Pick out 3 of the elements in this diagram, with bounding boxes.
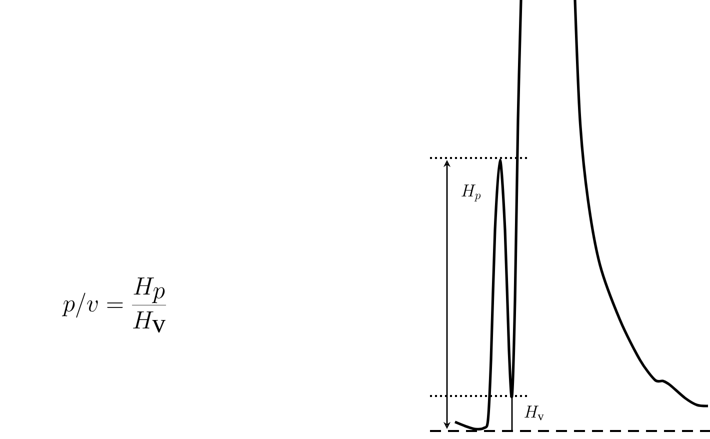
height-label: $H_p$ [462,184,481,202]
formula: $p/v = \frac{H_p}{H_{\mathrm{v}}}$ [62,278,166,332]
height-label: $H_{\mathrm{v}}$ [524,406,544,420]
